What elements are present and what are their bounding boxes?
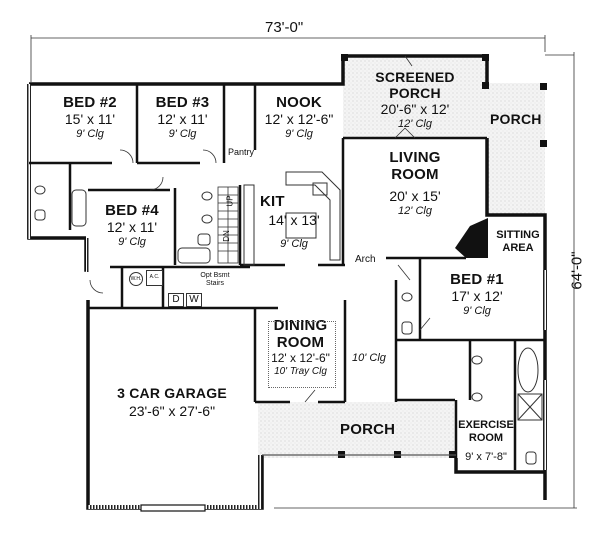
room-sitting-area: SITTING AREA <box>492 230 544 254</box>
room-bed-4: BED #4 12' x 11' 9' Clg <box>92 203 172 248</box>
room-name: BED #3 <box>155 94 210 111</box>
ac-unit: A.C. <box>146 270 163 286</box>
room-name-line-2: AREA <box>502 242 534 254</box>
arch-label: Arch <box>355 254 376 265</box>
room-ceiling: 9' Clg <box>463 305 491 317</box>
room-size: 12' x 11' <box>106 219 158 235</box>
foyer-ceiling: 10' Clg <box>352 352 386 364</box>
porch-fills <box>258 56 545 458</box>
room-name: NOOK <box>276 94 322 111</box>
bath-fixtures <box>34 185 543 465</box>
room-name-line-2: ROOM <box>276 334 325 351</box>
room-size: 17' x 12' <box>451 288 503 304</box>
room-size: 20'-6" x 12' <box>380 101 450 117</box>
room-ceiling: 9' Clg <box>285 128 313 140</box>
room-ceiling: 9' Clg <box>168 128 197 140</box>
room-living: LIVING ROOM 20' x 15' 12' Clg <box>365 150 465 217</box>
overall-depth-label: 64'-0" <box>568 251 586 290</box>
room-front-porch: PORCH <box>340 421 396 438</box>
room-size: 12' x 12'-6" <box>271 351 330 365</box>
room-screened-porch: SCREENED PORCH 20'-6" x 12' 12' Clg <box>365 70 465 130</box>
room-bed-2: BED #2 15' x 11' 9' Clg <box>50 95 130 140</box>
room-kitchen: KIT 14' x 13' 9' Clg <box>260 194 328 250</box>
room-size: 23'-6" x 27'-6" <box>128 403 216 419</box>
room-name-line-1: SITTING <box>496 229 540 241</box>
room-garage: 3 CAR GARAGE 23'-6" x 27'-6" <box>92 386 252 418</box>
dryer: D <box>168 293 184 307</box>
opt-basement-stairs: Opt Bsmt Stairs <box>185 272 245 287</box>
door-swings <box>89 55 431 403</box>
room-name-line-1: LIVING <box>389 149 441 166</box>
stairs <box>217 186 239 264</box>
room-name: BED #2 <box>63 94 117 111</box>
room-size: 20' x 15' <box>389 188 441 204</box>
room-ceiling: 10' Tray Clg <box>274 366 327 377</box>
room-bed-3: BED #3 12' x 11' 9' Clg <box>145 95 220 140</box>
interior-walls <box>29 84 545 470</box>
room-nook: NOOK 12' x 12'-6" 9' Clg <box>258 95 340 140</box>
room-side-porch: PORCH <box>490 111 542 127</box>
room-name-line-2: ROOM <box>391 166 439 183</box>
room-name-line-1: SCREENED <box>375 69 455 85</box>
room-name-line-2: ROOM <box>468 432 504 444</box>
room-name: KIT <box>260 193 285 210</box>
washer: W <box>186 293 202 307</box>
room-size: 12' x 11' <box>157 111 208 127</box>
room-size: 15' x 11' <box>64 111 116 127</box>
room-name: BED #1 <box>450 271 504 288</box>
room-ceiling: 12' Clg <box>398 118 432 130</box>
fireplace <box>455 218 488 258</box>
room-pantry: Pantry <box>228 147 255 157</box>
tray-ceiling-outline <box>268 321 336 388</box>
room-size: 9' x 7'-8" <box>465 451 507 463</box>
water-heater: W.H. <box>129 272 143 286</box>
room-name: 3 CAR GARAGE <box>117 385 227 401</box>
room-ceiling: 9' Clg <box>118 236 146 248</box>
stairs-label-line-1: Opt Bsmt <box>200 272 230 279</box>
stairs-up-label: UP <box>225 195 235 207</box>
room-ceiling: 9' Clg <box>280 238 308 250</box>
room-name-line-1: EXERCISE <box>458 419 514 431</box>
room-name-line-2: PORCH <box>389 85 441 101</box>
overall-width-label: 73'-0" <box>265 19 304 36</box>
room-size: 14' x 13' <box>268 212 320 228</box>
stairs-down-label: DN <box>221 230 231 242</box>
room-size: 12' x 12'-6" <box>264 111 334 127</box>
room-exercise: EXERCISE ROOM 9' x 7'-8" <box>455 420 517 463</box>
room-name: BED #4 <box>105 202 159 219</box>
stairs-label-line-2: Stairs <box>206 280 224 287</box>
room-bed-1: BED #1 17' x 12' 9' Clg <box>432 272 522 317</box>
dimension-lines <box>30 35 577 509</box>
room-ceiling: 9' Clg <box>76 128 104 140</box>
kitchen-fixtures <box>243 171 341 266</box>
room-ceiling: 12' Clg <box>398 205 432 217</box>
